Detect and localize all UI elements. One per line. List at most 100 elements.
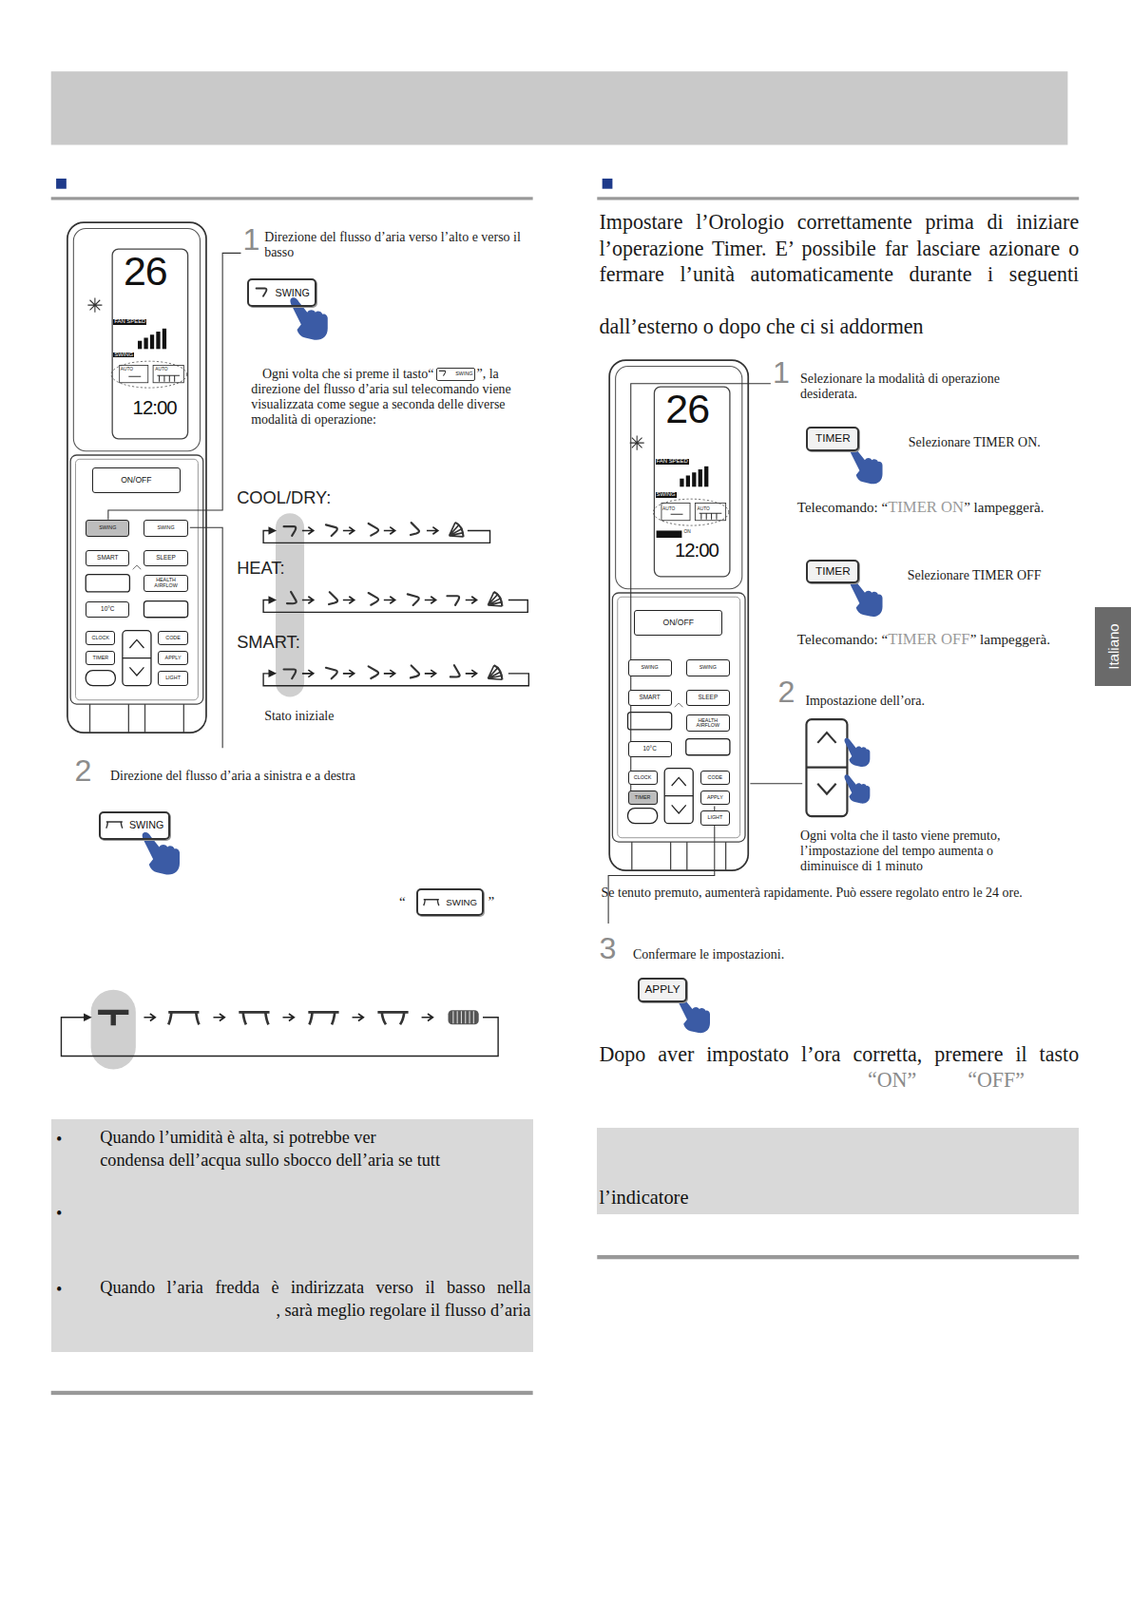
remote-button: 10°C [85, 601, 130, 618]
callout-number: 2 [777, 674, 795, 710]
pressing-hands [850, 580, 883, 617]
page-frame [51, 196, 534, 200]
swing-sequences [343, 596, 355, 605]
body-text: Telecomando: “ [797, 499, 888, 516]
text-block: 26 [665, 388, 710, 430]
caption: Stato iniziale [264, 709, 334, 724]
remote-button: HEALTH AIRFLOW [143, 575, 188, 593]
node-text: Italiano [1105, 623, 1122, 670]
remote-button: LIGHT [700, 810, 730, 826]
lcd-clock: 12:00 [674, 539, 719, 561]
text-block: Selezionare la modalità di operazione de… [800, 371, 1046, 403]
text-block: COOL/DRY: [236, 487, 331, 508]
left-right-sequence [97, 1012, 129, 1026]
text-block: AUTO [697, 506, 710, 513]
swing-sequences [263, 513, 529, 697]
button-glyphs [439, 370, 445, 376]
node-text: APPLY [706, 795, 725, 801]
swing-sequences [364, 593, 380, 608]
remote-control-drawing [609, 360, 748, 871]
left-right-sequence [421, 1014, 434, 1022]
node-text: CODE [164, 635, 181, 641]
text-block: AUTO [120, 366, 134, 373]
swing-sequences [263, 600, 528, 614]
body-text: ” lampeggerà. [970, 632, 1051, 648]
swing-sequences [364, 523, 380, 538]
swing-sequences [284, 670, 297, 680]
text-block: Selezionare TIMER ON. [908, 435, 1041, 451]
pressing-hands [289, 297, 327, 340]
step-caption: Selezionare TIMER ON. [908, 435, 1041, 450]
leader-lines [749, 783, 803, 785]
body-paragraph: Impostare l’Orologio correttamente prima… [598, 210, 1079, 287]
quote-mark: “ [399, 894, 406, 910]
text-block: AUTO [154, 366, 168, 373]
swing-sequences [343, 670, 355, 678]
page-frame [602, 178, 614, 190]
remote-control-drawing [656, 530, 683, 538]
node-text: • [56, 1204, 62, 1225]
note-panel: l’indicatore [596, 1128, 1079, 1215]
text-block: 2 [74, 755, 92, 786]
node-text: SWING [640, 665, 660, 671]
highlight-text: “OFF” [967, 1068, 1025, 1093]
node-text: TIMER [633, 795, 652, 801]
lcd-clock: 12:00 [133, 397, 177, 419]
left-right-sequence [143, 1014, 155, 1022]
text-block: direzione del flusso d’aria sul telecoma… [250, 382, 531, 428]
left-right-sequence [307, 1012, 339, 1025]
swing-sequences [426, 527, 439, 536]
swing-sequences [465, 670, 478, 678]
node-text: SWING [97, 525, 117, 531]
node-text: 10°C [99, 606, 116, 613]
node-text: SWING [155, 525, 175, 531]
text-block: Telecomando: “TIMER ON” lampeggerà. [797, 498, 1045, 517]
text-block: FAN SPEED [655, 459, 690, 465]
node-text: • [56, 1280, 62, 1301]
body-text: Ogni volta che il tasto viene premuto, l… [800, 828, 1000, 874]
text-block: 2 [777, 676, 795, 708]
step-caption: Impostazione dell’ora. [805, 693, 925, 709]
node-text: APPLY [644, 984, 680, 997]
step-caption: Direzione del flusso d’aria a sinistra e… [110, 768, 356, 784]
text-block: “OFF” [967, 1068, 1025, 1093]
text-block: AUTO [662, 506, 675, 513]
timer-button-icon: TIMER [805, 426, 860, 452]
remote-button: APPLY [157, 651, 188, 666]
body-text: Ogni volta che si preme il tasto“ [262, 366, 435, 382]
body-text: Telecomando: “ [797, 632, 888, 648]
remote-button: SWING [143, 519, 188, 537]
text-block: SMART: [236, 632, 301, 652]
swing-sequences [323, 668, 338, 681]
swing-button-icon: SWING [247, 278, 317, 307]
swing-sequences [284, 526, 297, 537]
button-glyphs [106, 287, 848, 906]
display-text: AUTO [697, 506, 710, 512]
node-text: SWING [698, 665, 718, 671]
swing-sequences [424, 596, 437, 605]
node-text: • [56, 1130, 62, 1151]
text-block: SWING [655, 492, 677, 499]
pressing-hands [843, 738, 870, 767]
node-text: , sarà meglio regolare il flusso d’aria [275, 1301, 531, 1322]
text-block: 1 [243, 224, 261, 255]
leader-lines [190, 527, 223, 748]
page-frame [51, 71, 1069, 145]
remote-button: 10°C [628, 741, 672, 758]
node-text: ON/OFF [119, 476, 153, 485]
remote-button: TIMER [628, 790, 658, 806]
mode-label: HEAT: [236, 557, 285, 578]
swing-button-icon: SWING [98, 811, 171, 841]
swing-sequences [364, 666, 380, 681]
node-text: HEALTH AIRFLOW [144, 577, 187, 589]
remote-button: LIGHT [157, 670, 188, 687]
swing-sequences [302, 596, 314, 605]
node-text: TIMER [91, 655, 110, 661]
text-block: Selezionare TIMER OFF [907, 568, 1042, 584]
remote-button: SLEEP [143, 550, 188, 567]
callout-number: 1 [772, 355, 790, 390]
remote-button: SWING [686, 659, 730, 677]
node-text: TIMER [815, 566, 851, 578]
remote-button: SWING [85, 519, 130, 537]
